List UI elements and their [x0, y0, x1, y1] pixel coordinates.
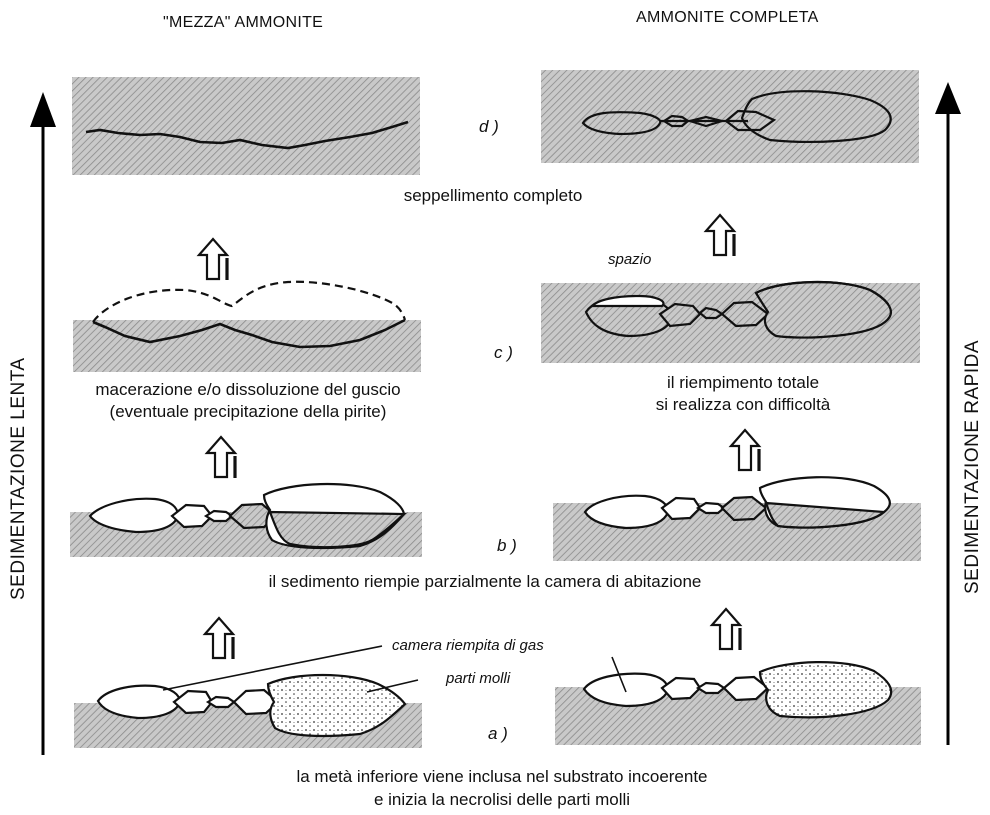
soft-parts-annotation: parti molli: [446, 669, 510, 689]
dissolved-shell-outline: [93, 282, 405, 322]
arrow-up-icon: [199, 239, 227, 279]
sediment-block: [72, 77, 420, 175]
slow-sedimentation-label: SEDIMENTAZIONE LENTA: [8, 380, 30, 600]
caption-a-line1: la metà inferiore viene inclusa nel subs…: [232, 767, 772, 787]
caption-c-left-line2: (eventuale precipitazione della pirite): [58, 402, 438, 422]
arrow-up-icon: [731, 430, 759, 470]
gas-chamber-annotation: camera riempita di gas: [392, 636, 544, 656]
stage-b-left: [70, 484, 422, 557]
step-c-label: c ): [494, 343, 513, 363]
arrow-up-icon: [205, 618, 233, 658]
right-column-header: AMMONITE COMPLETA: [636, 8, 819, 28]
caption-c-right-line2: si realizza con difficoltà: [593, 395, 893, 415]
caption-c-right-line1: il riempimento totale: [593, 373, 893, 393]
caption-a-line2: e inizia la necrolisi delle parti molli: [232, 790, 772, 810]
arrow-up-icon: [706, 215, 734, 255]
stage-c-left: [73, 282, 421, 372]
step-d-label: d ): [479, 117, 499, 137]
arrow-up-icon: [712, 609, 740, 649]
caption-c-left-line1: macerazione e/o dissoluzione del guscio: [58, 380, 438, 400]
arrow-up-icon: [207, 437, 235, 477]
sediment-block: [73, 320, 421, 372]
step-a-label: a ): [488, 724, 508, 744]
stage-d-left: [72, 77, 420, 175]
stage-a-left: [74, 646, 422, 748]
slow-sedimentation-arrow: [30, 92, 56, 755]
stage-b-right: [553, 477, 921, 561]
space-annotation: spazio: [608, 250, 651, 270]
caption-d: seppellimento completo: [323, 186, 663, 206]
step-b-label: b ): [497, 536, 517, 556]
left-column-header: "MEZZA" AMMONITE: [163, 13, 323, 33]
stage-c-right: [541, 282, 920, 363]
stage-d-right: [541, 70, 919, 163]
rapid-sedimentation-label: SEDIMENTAZIONE RAPIDA: [962, 364, 984, 594]
caption-b: il sedimento riempie parzialmente la cam…: [210, 572, 760, 592]
stage-a-right: [555, 657, 921, 745]
rapid-sedimentation-arrow: [935, 82, 961, 745]
